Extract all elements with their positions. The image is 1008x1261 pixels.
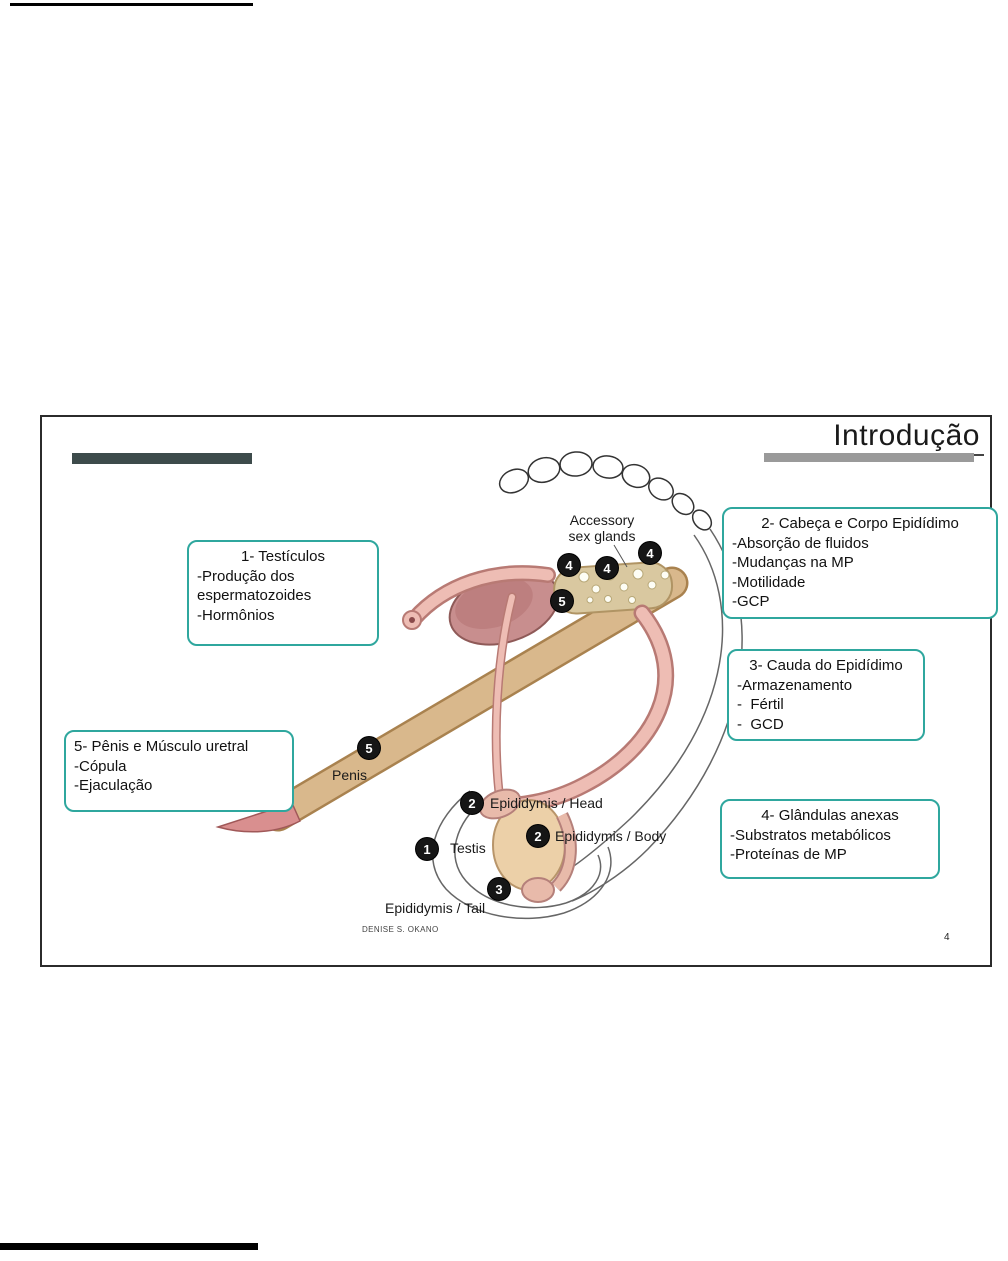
badge-2-body: 2	[527, 825, 549, 847]
callout-title: 3- Cauda do Epidídimo	[749, 657, 903, 674]
badge-2-head: 2	[461, 792, 483, 814]
badge-4-mid: 4	[596, 557, 618, 579]
callout-line: -Produção dos espermatozoides	[197, 567, 312, 605]
label-epididymis-head: Epididymis / Head	[490, 795, 603, 811]
callout-line: -Armazenamento	[737, 676, 853, 694]
badge-4-right: 4	[639, 542, 661, 564]
penis-shaft-band	[261, 566, 689, 832]
accessory-label-pointer	[613, 544, 628, 568]
accent-bar-right	[764, 453, 974, 462]
badge-1-testis: 1	[416, 838, 438, 860]
callout-line: -Substratos metabólicos	[730, 826, 891, 844]
callout-glandulas-anexas: 4- Glândulas anexas -Substratos metabóli…	[720, 799, 940, 879]
slide-frame: Introdução	[40, 415, 998, 967]
badge-5-urethra: 5	[551, 590, 573, 612]
callout-line: -Mudanças na MP	[732, 554, 854, 571]
callout-title: 4- Glândulas anexas	[761, 807, 899, 824]
label-epididymis-tail: Epididymis / Tail	[385, 900, 486, 916]
badge-5-penis: 5	[358, 737, 380, 759]
callout-line: -Absorção de fluidos	[732, 534, 869, 552]
ductus-cut-end	[402, 610, 422, 630]
label-accessory-line1: Accessory	[569, 512, 635, 528]
epididymis-head-shape	[478, 788, 522, 820]
callout-line: -GCP	[732, 593, 770, 610]
callout-line: -Motilidade	[732, 573, 806, 591]
bottom-footer-rule	[0, 1243, 258, 1250]
top-header-rule	[10, 3, 253, 6]
callout-cabeca-corpo-epididimo: 2- Cabeça e Corpo Epidídimo -Absorção de…	[722, 507, 998, 619]
callout-title: 1- Testículos	[241, 548, 325, 565]
callout-line: -Cópula	[74, 757, 127, 775]
slide-page-number: 4	[944, 932, 950, 943]
callout-title: 5- Pênis e Músculo uretral	[74, 738, 249, 755]
callout-line: - Fértil	[737, 696, 784, 713]
callout-line: - GCD	[737, 715, 784, 733]
callout-title: 2- Cabeça e Corpo Epidídimo	[761, 515, 959, 532]
sigmoid-flexure-lines	[431, 790, 612, 920]
testis-epididymis	[478, 788, 577, 903]
epididymis-tail-shape	[521, 877, 555, 903]
label-epididymis-body: Epididymis / Body	[555, 828, 667, 844]
label-testis: Testis	[450, 840, 486, 856]
spine-vertebrae	[498, 451, 713, 531]
label-penis: Penis	[332, 767, 368, 783]
label-accessory-line2: sex glands	[568, 528, 636, 544]
accent-bar-left	[72, 453, 252, 464]
callout-testiculos: 1- Testículos -Produção dos espermatozoi…	[187, 540, 379, 646]
callout-line: -Ejaculação	[74, 777, 153, 794]
callout-line: -Proteínas de MP	[730, 846, 847, 863]
label-accessory-glands: Accessory sex glands	[542, 512, 662, 544]
badge-3-tail: 3	[488, 878, 510, 900]
callout-cauda-epididimo: 3- Cauda do Epidídimo -Armazenamento - F…	[727, 649, 925, 741]
author-credit: DENISE S. OKANO	[362, 925, 439, 934]
badge-4-left: 4	[558, 554, 580, 576]
callout-penis-musculo-uretral: 5- Pênis e Músculo uretral -Cópula -Ejac…	[64, 730, 294, 812]
callout-line: -Hormônios	[197, 606, 275, 624]
